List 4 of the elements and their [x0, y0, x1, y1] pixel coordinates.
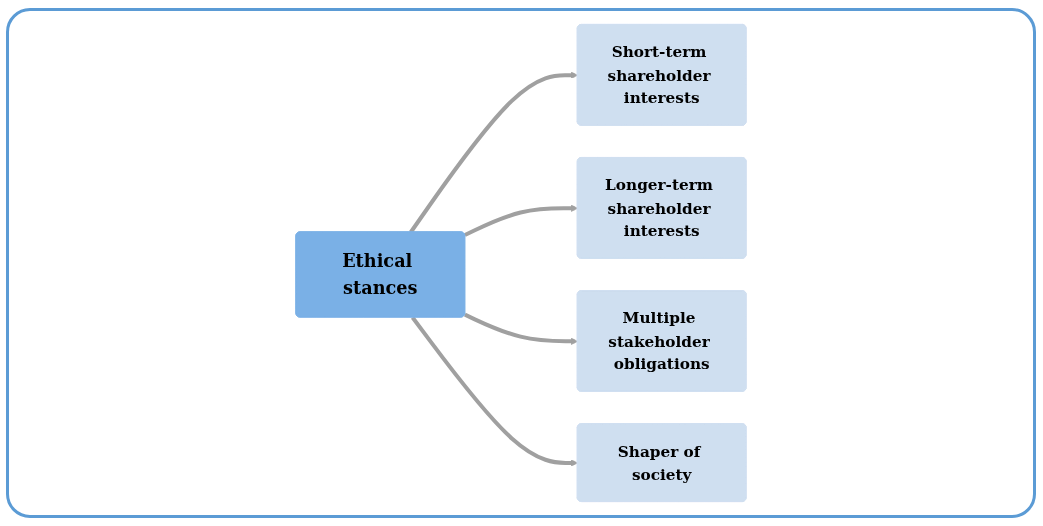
arrow	[464, 312, 578, 345]
arrow	[410, 316, 578, 467]
arrow	[464, 204, 578, 237]
frame-panel: Short-term shareholder interests Longer-term shareholder interests Ethical stances Multiple stakeholder obligations Shaper of society	[6, 8, 1036, 518]
